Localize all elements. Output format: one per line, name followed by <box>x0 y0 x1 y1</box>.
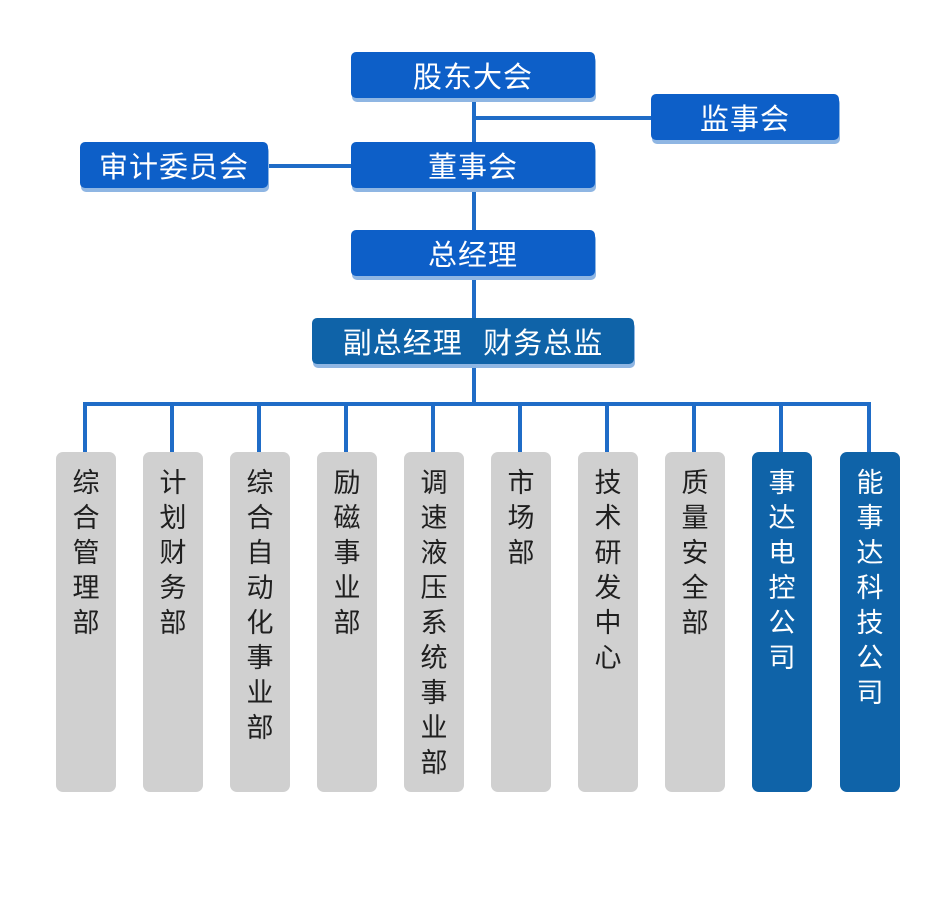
connector-dept-10 <box>867 404 871 454</box>
dept-excitation: 励磁事业部 <box>317 452 377 792</box>
dept-label: 事达电控公司 <box>768 468 796 674</box>
connector-supervisory <box>474 116 652 120</box>
dept-label: 计划财务部 <box>159 468 187 639</box>
connector-dept-4 <box>344 404 348 454</box>
board-of-directors-box: 董事会 <box>351 142 595 188</box>
connector-dept-7 <box>605 404 609 454</box>
dept-label: 调速液压系统事业部 <box>420 468 448 779</box>
dept-rnd-center: 技术研发中心 <box>578 452 638 792</box>
dept-label: 质量安全部 <box>681 468 709 639</box>
connector-dept-9 <box>779 404 783 454</box>
connector-dept-3 <box>257 404 261 454</box>
dept-label: 技术研发中心 <box>594 468 622 674</box>
shareholders-meeting-box: 股东大会 <box>351 52 595 98</box>
general-manager-box: 总经理 <box>351 230 595 276</box>
audit-committee-box: 审计委员会 <box>80 142 268 188</box>
dept-quality-safety: 质量安全部 <box>665 452 725 792</box>
dept-label: 励磁事业部 <box>333 468 361 639</box>
connector-dept-2 <box>170 404 174 454</box>
connector-dept-1 <box>83 404 87 454</box>
connector-dept-5 <box>431 404 435 454</box>
connector-audit <box>266 164 352 168</box>
deputy-gm-cfo-box: 副总经理 财务总监 <box>312 318 634 364</box>
dept-label: 市场部 <box>507 468 535 569</box>
dept-general-management: 综合管理部 <box>56 452 116 792</box>
dept-label: 能事达科技公司 <box>856 468 884 709</box>
dept-integrated-automation: 综合自动化事业部 <box>230 452 290 792</box>
dept-governor-hydraulic: 调速液压系统事业部 <box>404 452 464 792</box>
subsidiary-technology: 能事达科技公司 <box>840 452 900 792</box>
connector-dept-6 <box>518 404 522 454</box>
subsidiary-electrical-control: 事达电控公司 <box>752 452 812 792</box>
supervisory-board-box: 监事会 <box>651 94 839 140</box>
dept-label: 综合管理部 <box>72 468 100 639</box>
dept-marketing: 市场部 <box>491 452 551 792</box>
dept-planning-finance: 计划财务部 <box>143 452 203 792</box>
dept-label: 综合自动化事业部 <box>246 468 274 744</box>
connector-departments-bus <box>83 402 871 406</box>
connector-dept-8 <box>692 404 696 454</box>
